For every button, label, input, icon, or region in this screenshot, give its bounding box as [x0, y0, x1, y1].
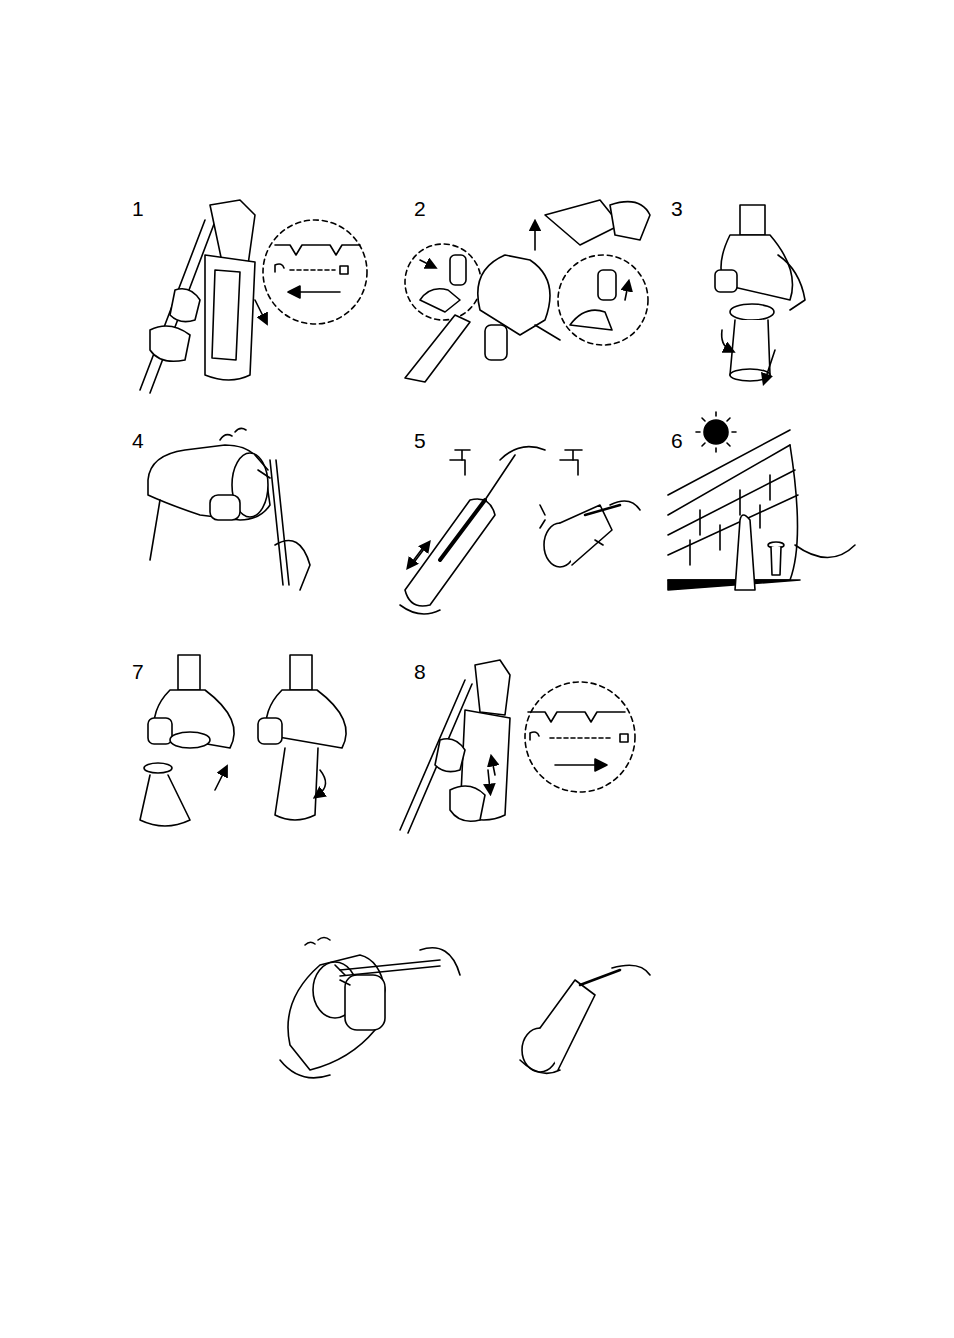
panel-1 — [140, 200, 367, 393]
step-number: 7 — [131, 661, 145, 682]
step-number: 3 — [670, 198, 684, 219]
panel-5 — [400, 447, 640, 614]
step-number: 8 — [413, 661, 427, 682]
panel-7 — [140, 655, 346, 826]
step-number: 6 — [670, 430, 684, 451]
step-number: 2 — [413, 198, 427, 219]
panel-2 — [405, 200, 650, 382]
panel-6 — [668, 412, 855, 590]
panel-8 — [400, 660, 635, 833]
step-number: 5 — [413, 430, 427, 451]
extra-panel-cup — [520, 965, 650, 1073]
step-number: 4 — [131, 430, 145, 451]
step-number: 1 — [131, 198, 145, 219]
extra-panel-container — [280, 938, 460, 1078]
panel-4 — [148, 428, 310, 590]
panel-3 — [715, 205, 805, 381]
